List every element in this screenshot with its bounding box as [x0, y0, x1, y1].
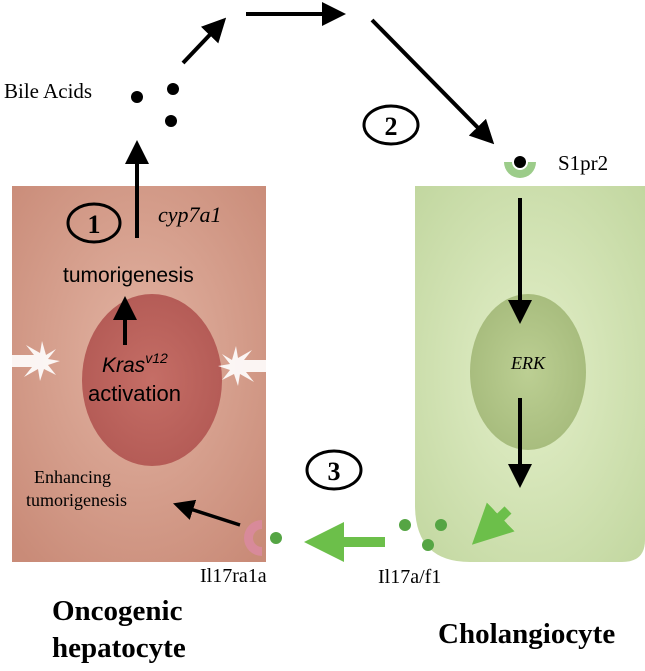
il17ra1a-label: Il17ra1a	[200, 565, 267, 587]
hepatocyte-label: hepatocyte	[52, 632, 186, 664]
erk-label: ERK	[510, 353, 546, 373]
tumorigenesis-label: tumorigenesis	[63, 264, 194, 287]
enhancing-label: Enhancing	[34, 467, 111, 487]
hepatocyte-nucleus	[82, 294, 222, 466]
arrow-to-enhancing-tumorigenesis	[173, 499, 241, 527]
arrow-to-s1pr2	[370, 18, 495, 145]
bile-acids-label: Bile Acids	[4, 79, 92, 103]
hepatocyte-cell	[10, 186, 268, 562]
s1pr2-label: S1pr2	[558, 151, 608, 175]
svg-text:2: 2	[385, 112, 398, 141]
bile-acid-molecules	[131, 83, 179, 127]
cholangiocyte-cell	[415, 186, 645, 562]
oncogenic-label: Oncogenic	[52, 595, 183, 627]
s1pr2-receptor	[504, 156, 536, 178]
il17ra1a-receptor	[244, 520, 282, 556]
cholangiocyte-nucleus	[470, 294, 586, 450]
enhancing-tumorigenesis-label: tumorigenesis	[26, 490, 127, 510]
il17-ligand-molecules	[399, 519, 447, 551]
green-arrow-cholangiocyte-out	[471, 502, 515, 545]
bound-bile-acid	[514, 156, 526, 168]
arrow-bile-acids-up	[181, 17, 227, 65]
activation-label: activation	[88, 381, 181, 406]
cholangiocyte-label: Cholangiocyte	[438, 618, 615, 650]
cell-junction-right	[218, 346, 268, 386]
cell-junction-left	[10, 341, 60, 381]
step-2-marker: 2	[362, 104, 420, 146]
cyp7a1-label: cyp7a1	[158, 202, 222, 227]
step-1-marker: 1	[66, 202, 122, 244]
il17af1-label: Il17a/f1	[378, 566, 441, 588]
bound-il17-ligand	[270, 532, 282, 544]
kras-label: Krasv12	[102, 350, 168, 377]
step-3-marker: 3	[305, 449, 363, 491]
svg-text:3: 3	[328, 457, 341, 486]
svg-text:1: 1	[88, 210, 101, 239]
